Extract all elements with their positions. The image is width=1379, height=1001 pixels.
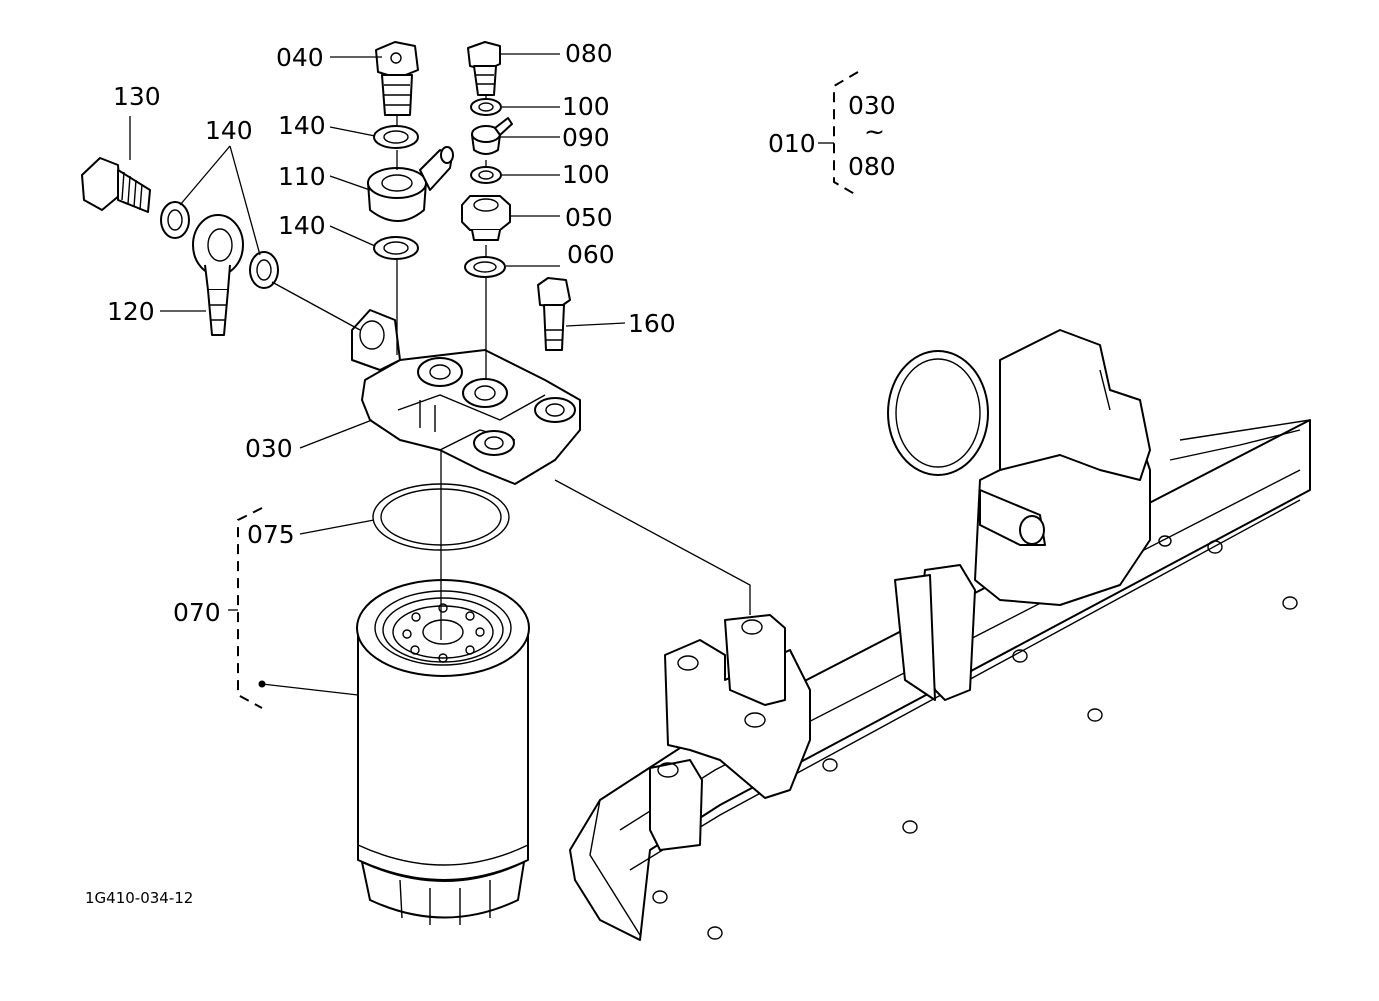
washer-140-bottom (373, 236, 419, 260)
filter-pointer-dot (258, 680, 266, 688)
label-100-top: 100 (562, 92, 610, 121)
banjo-fitting-110 (367, 146, 454, 222)
oil-filter-cartridge (356, 579, 530, 925)
label-060: 060 (567, 240, 615, 269)
label-140-top: 140 (278, 111, 326, 140)
label-010: 010 (768, 129, 816, 158)
bolt-160 (537, 277, 571, 351)
hex-plug-050 (461, 195, 511, 241)
label-110: 110 (278, 162, 326, 191)
label-075: 075 (247, 520, 295, 549)
label-100-bottom: 100 (562, 160, 610, 189)
diagram-code: 1G410-034-12 (85, 889, 193, 907)
washer-060 (464, 256, 506, 278)
mount-leader-line (554, 479, 751, 615)
label-160: 160 (628, 309, 676, 338)
label-130: 130 (113, 82, 161, 111)
group-label-080: 080 (848, 152, 896, 181)
label-090: 090 (562, 123, 610, 152)
banjo-fitting-090 (471, 117, 513, 155)
washer-140-left-a (160, 201, 190, 239)
banjo-fitting-120 (192, 214, 244, 336)
leader-lines (129, 53, 834, 696)
engine-manifold-drawing (569, 329, 1311, 941)
label-140-left: 140 (205, 116, 253, 145)
label-120: 120 (107, 297, 155, 326)
banjo-bolt-130 (81, 157, 151, 213)
banjo-bolt-040 (375, 41, 419, 116)
washer-140-left-b (249, 251, 279, 289)
label-140-bottom: 140 (278, 211, 326, 240)
filter-head-030 (351, 309, 581, 485)
label-050: 050 (565, 203, 613, 232)
group-label-030: 030 (848, 91, 896, 120)
washer-100-bottom (470, 166, 502, 184)
air-vent-bolt-080 (467, 41, 501, 96)
washer-140-top (373, 125, 419, 149)
part-labels: 040 080 100 090 100 050 060 160 130 140 … (85, 39, 896, 907)
group-bracket-010 (833, 71, 859, 197)
label-080: 080 (565, 39, 613, 68)
washer-100-top (470, 98, 502, 116)
label-040: 040 (276, 43, 324, 72)
label-070: 070 (173, 598, 221, 627)
label-030: 030 (245, 434, 293, 463)
banjo-leader-line (271, 281, 361, 331)
group-label-tilde: ~ (864, 117, 885, 146)
